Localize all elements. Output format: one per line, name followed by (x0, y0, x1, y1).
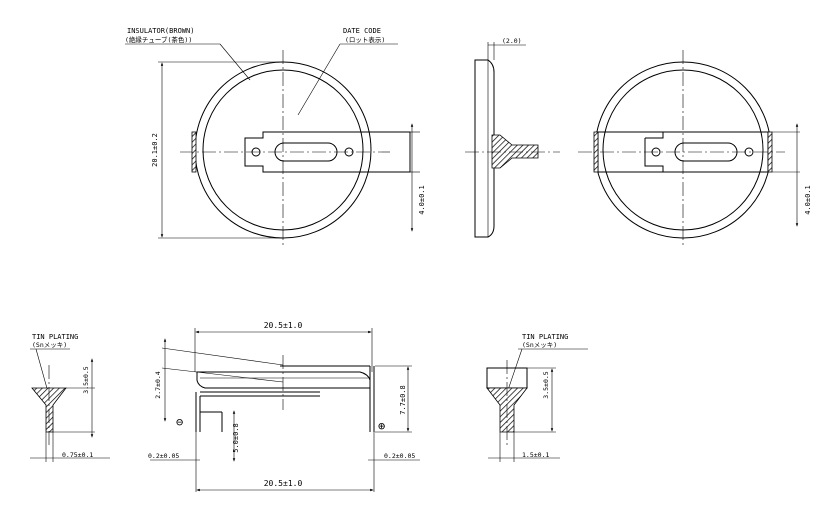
date-code-label: DATE CODE (343, 27, 381, 35)
side-tab-section (491, 134, 539, 169)
dim-tab-width-back: 4.0±0.1 (804, 185, 812, 215)
insulator-label-jp: (絶縁チューブ(茶色)) (125, 35, 192, 44)
tin-plating-right-jp: (Snメッキ) (522, 341, 557, 349)
dim-sheet-right: 0.2±0.05 (384, 452, 415, 460)
tin-plating-left-label: TIN PLATING (32, 333, 78, 341)
dim-tab-width-front: 4.0±0.1 (418, 185, 426, 215)
dim-diameter: 20.1±0.2 (151, 133, 159, 167)
dim-length-bottom: 20.5±1.0 (264, 479, 303, 488)
front-view: 20.1±0.2 4.0±0.1 INSULATOR(BROWN) (絶縁チュー… (125, 27, 426, 248)
front-slot (274, 142, 338, 162)
back-right-pin (767, 131, 773, 173)
insulator-label: INSULATOR(BROWN) (127, 27, 194, 35)
left-pin-detail: TIN PLATING (Snメッキ) 3.5±0.5 0.75±0.1 (30, 333, 110, 462)
back-slot (674, 142, 738, 162)
dim-pin-length: 5.0±0.8 (232, 423, 240, 453)
dim-length-top: 20.5±1.0 (264, 321, 303, 330)
dim-side-thickness: (2.0) (502, 37, 522, 45)
minus-symbol: ⊖ (176, 415, 183, 429)
front-left-pin (191, 131, 197, 173)
back-view: 4.0±0.1 (578, 50, 812, 248)
dim-height-total: 7.7±0.8 (399, 385, 407, 415)
dim-height-left: 2.7±0.4 (154, 371, 162, 398)
profile-cell (196, 371, 371, 389)
back-left-pin (593, 131, 599, 173)
right-pin-detail: TIN PLATING (Snメッキ) 3.5±0.5 1.5±0.1 (486, 333, 588, 462)
date-code-label-jp: (ロット表示) (345, 35, 385, 44)
plus-symbol: ⊕ (378, 419, 385, 433)
dim-sheet-left: 0.2±0.05 (148, 452, 179, 460)
dim-pin-left-height: 3.5±0.5 (82, 366, 90, 393)
dim-pin-right-width: 1.5±0.1 (522, 451, 549, 459)
side-view: (2.0) (465, 37, 560, 238)
dim-pin-right-height: 3.5±0.5 (542, 371, 550, 398)
tin-plating-right-label: TIN PLATING (522, 333, 568, 341)
dim-pin-left-width: 0.75±0.1 (62, 451, 93, 459)
bottom-profile: 20.5±1.0 2.7±0.4 ⊖ ⊕ 7.7±0.8 5.0±0.8 0.2… (148, 321, 420, 492)
front-hole-right (344, 147, 354, 157)
tin-plating-left-jp: (Snメッキ) (32, 341, 67, 349)
front-hole-left (251, 147, 261, 157)
side-body (474, 59, 495, 238)
